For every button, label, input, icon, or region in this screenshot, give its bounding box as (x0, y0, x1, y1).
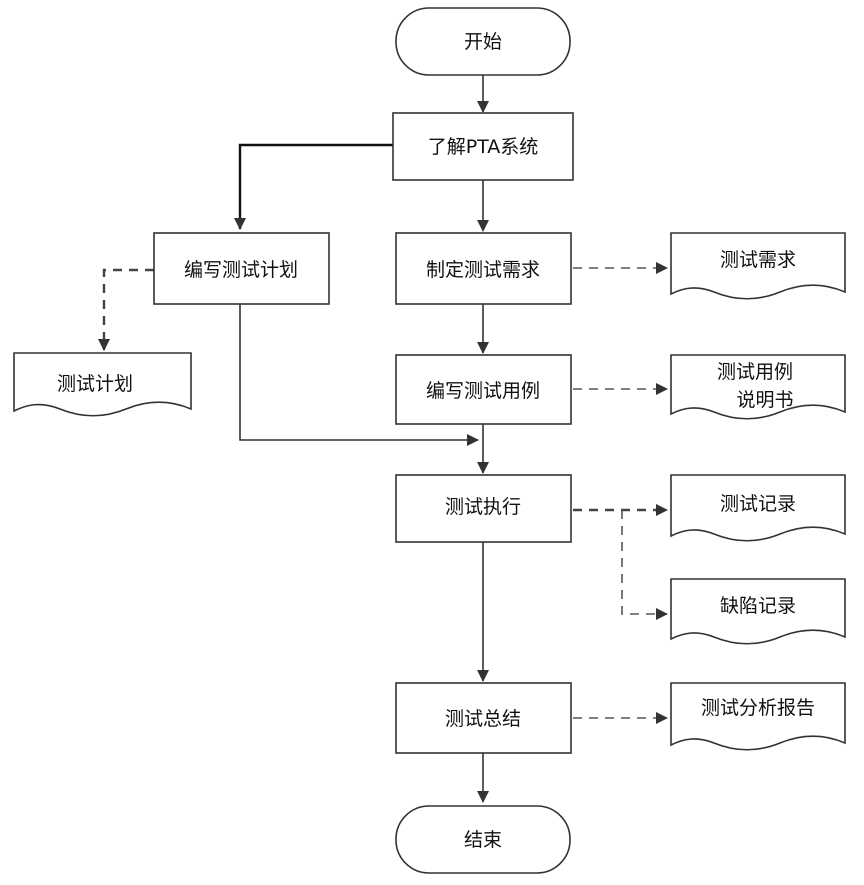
process-write-test-cases: 编写测试用例 (395, 354, 572, 425)
arrow-understand-to-plan (234, 143, 393, 230)
document-test-requirements: 测试需求 (670, 232, 846, 300)
start-terminal: 开始 (395, 7, 571, 76)
process-understand-pta-label: 了解PTA系统 (428, 136, 539, 158)
process-execute-tests-label: 测试执行 (445, 496, 521, 518)
process-understand-pta: 了解PTA系统 (392, 112, 574, 181)
document-analysis-report: 测试分析报告 (670, 682, 846, 751)
document-test-plan: 测试计划 (13, 352, 192, 417)
process-write-test-plan-label: 编写测试计划 (184, 259, 298, 281)
dashed-arrow-execution-to-defect-doc (621, 510, 668, 620)
process-write-test-plan: 编写测试计划 (153, 232, 330, 305)
process-summarize-tests: 测试总结 (395, 682, 572, 754)
document-test-requirements-label: 测试需求 (720, 249, 796, 271)
process-define-requirements-label: 制定测试需求 (426, 259, 540, 281)
document-test-log: 测试记录 (670, 474, 846, 542)
document-test-case-spec: 测试用例 说明书 (670, 354, 846, 420)
document-test-case-spec-label-line1: 测试用例 (717, 361, 793, 383)
process-define-requirements: 制定测试需求 (395, 232, 572, 305)
dashed-arrow-plan-to-plan-doc (98, 268, 154, 351)
end-label: 结束 (464, 829, 502, 851)
document-test-log-label: 测试记录 (720, 493, 796, 515)
document-defect-log: 缺陷记录 (670, 578, 846, 645)
process-summarize-tests-label: 测试总结 (445, 708, 521, 730)
document-analysis-report-label: 测试分析报告 (701, 697, 815, 719)
document-defect-log-label: 缺陷记录 (720, 595, 796, 617)
process-write-test-cases-label: 编写测试用例 (426, 380, 540, 402)
arrow-plan-to-execution (239, 304, 479, 446)
end-terminal: 结束 (395, 805, 571, 874)
document-test-case-spec-label-line2: 说明书 (736, 389, 793, 411)
document-test-plan-label: 测试计划 (57, 373, 133, 395)
start-label: 开始 (464, 31, 502, 53)
process-execute-tests: 测试执行 (395, 474, 572, 543)
